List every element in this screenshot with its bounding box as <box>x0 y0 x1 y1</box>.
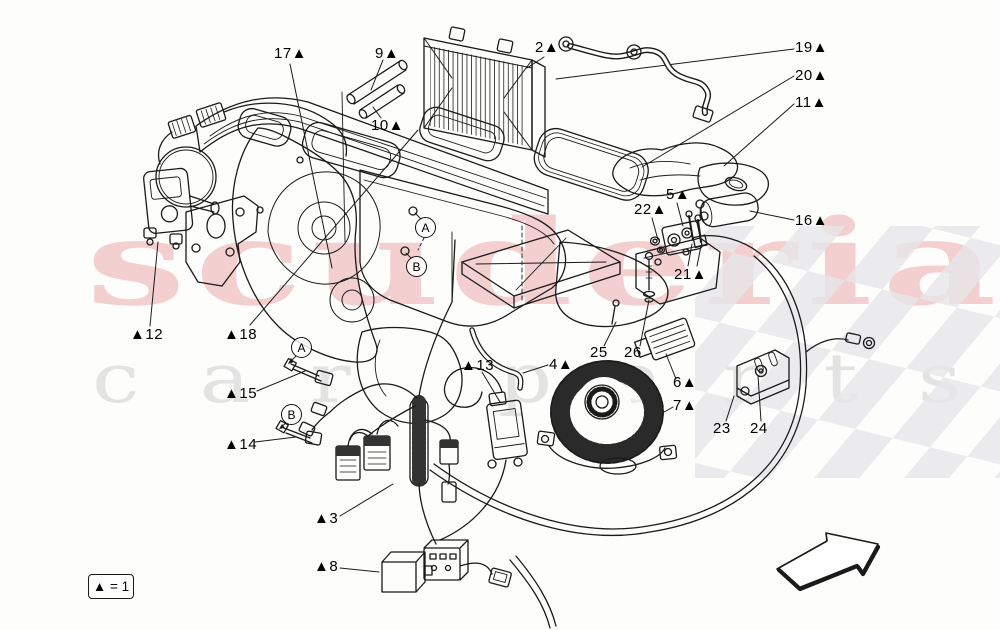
mounting-bracket <box>736 349 790 405</box>
tube-9 <box>346 59 408 105</box>
ref-marker-a-housing: A <box>415 217 436 238</box>
heater-box <box>359 169 567 327</box>
callout-22: 22▲ <box>634 201 668 218</box>
callout-19: 19▲ <box>795 39 829 56</box>
callout-13: ▲13 <box>461 357 495 374</box>
control-rod-15 <box>283 357 334 387</box>
callout-17: 17▲ <box>274 45 308 62</box>
heater-pipes <box>558 36 714 123</box>
ref-arrows <box>279 355 297 429</box>
callout-5: 5▲ <box>666 186 691 203</box>
ref-marker-a-rod: A <box>291 337 312 358</box>
callout-8: ▲8 <box>314 558 339 575</box>
seal-gasket-large <box>533 127 649 201</box>
legend-text: ▲ = 1 <box>92 579 130 594</box>
callout-6: 6▲ <box>673 374 698 391</box>
ref-marker-b-housing: B <box>406 256 427 277</box>
callout-21: 21▲ <box>674 266 708 283</box>
callout-20: 20▲ <box>795 67 829 84</box>
direction-arrow <box>776 532 881 592</box>
lower-frame-x <box>461 229 621 309</box>
callout-9: 9▲ <box>375 45 400 62</box>
callout-11: 11▲ <box>795 94 827 111</box>
dash-frame <box>195 91 549 243</box>
wiring-harness <box>298 234 876 629</box>
evaporator-core <box>423 26 546 158</box>
tube-10 <box>358 84 406 119</box>
callout-16: 16▲ <box>795 212 829 229</box>
callout-14: ▲14 <box>224 436 258 453</box>
callout-24: 24 <box>750 420 768 437</box>
callout-7: 7▲ <box>673 397 698 414</box>
control-rod-14 <box>275 419 323 446</box>
legend-box: ▲ = 1 <box>88 574 134 599</box>
bolt-26 <box>642 251 656 303</box>
relay-cube <box>381 551 433 593</box>
screw-25 <box>611 299 620 325</box>
valve-screws <box>685 210 702 243</box>
callout-15: ▲15 <box>224 385 258 402</box>
checkered-flag-watermark <box>695 226 1000 478</box>
callout-3: ▲3 <box>314 510 339 527</box>
callout-2: 2▲ <box>535 39 560 56</box>
callout-12: ▲12 <box>130 326 164 343</box>
o-rings <box>649 236 666 254</box>
callout-10: 10▲ <box>371 117 405 134</box>
blower-motor <box>536 360 678 475</box>
blower-resistor <box>633 317 696 361</box>
actuator-assembly <box>143 102 348 250</box>
callout-18: ▲18 <box>224 326 258 343</box>
callout-4: 4▲ <box>549 356 574 373</box>
ref-marker-b-rod: B <box>281 404 302 425</box>
callout-23: 23 <box>713 420 731 437</box>
control-module <box>439 366 528 541</box>
callout-25: 25 <box>590 344 608 361</box>
callout-26: 26 <box>624 344 642 361</box>
molded-duct <box>612 142 769 206</box>
seal-gasket-small <box>419 106 505 162</box>
lower-duct <box>356 326 463 425</box>
support-bracket-18 <box>185 195 259 287</box>
relay-socket <box>423 539 512 588</box>
drain-hose <box>469 327 524 391</box>
hvac-case-left <box>231 127 381 363</box>
